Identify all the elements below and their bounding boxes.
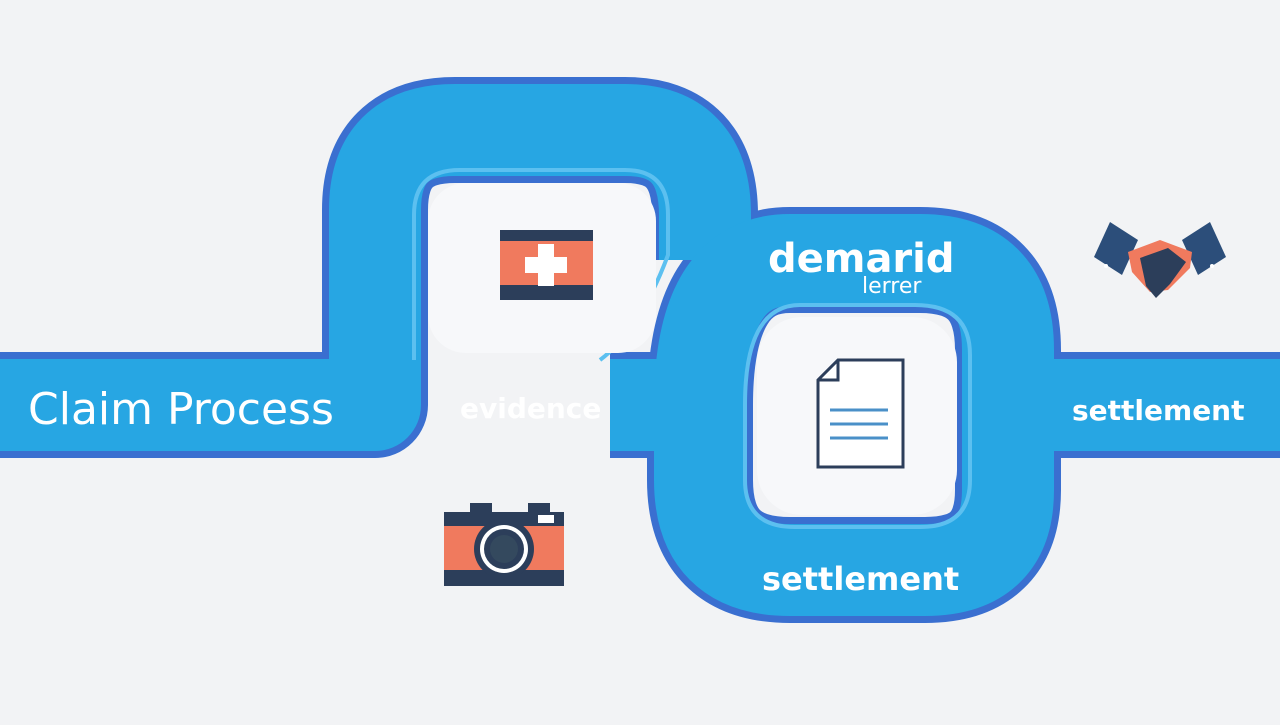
- path-right-loop-fill: [610, 214, 1054, 616]
- path-left-loop-fill: [0, 84, 751, 451]
- title-label: Claim Process: [28, 384, 334, 435]
- process-path: [0, 77, 1280, 623]
- handshake-icon: [1094, 222, 1226, 298]
- document-icon: [816, 358, 905, 469]
- medical-cross-icon: [500, 230, 593, 300]
- step-label-settlement-loop: settlement: [762, 560, 959, 598]
- step-label-demand-line1: demarid: [768, 236, 955, 282]
- camera-icon: [444, 503, 564, 586]
- path-inner-line-right: [743, 303, 972, 529]
- step-label-settlement-final: settlement: [1072, 394, 1245, 427]
- step-label-demand-line2: lerrer: [862, 274, 922, 299]
- step-label-evidence: evidence: [460, 392, 601, 425]
